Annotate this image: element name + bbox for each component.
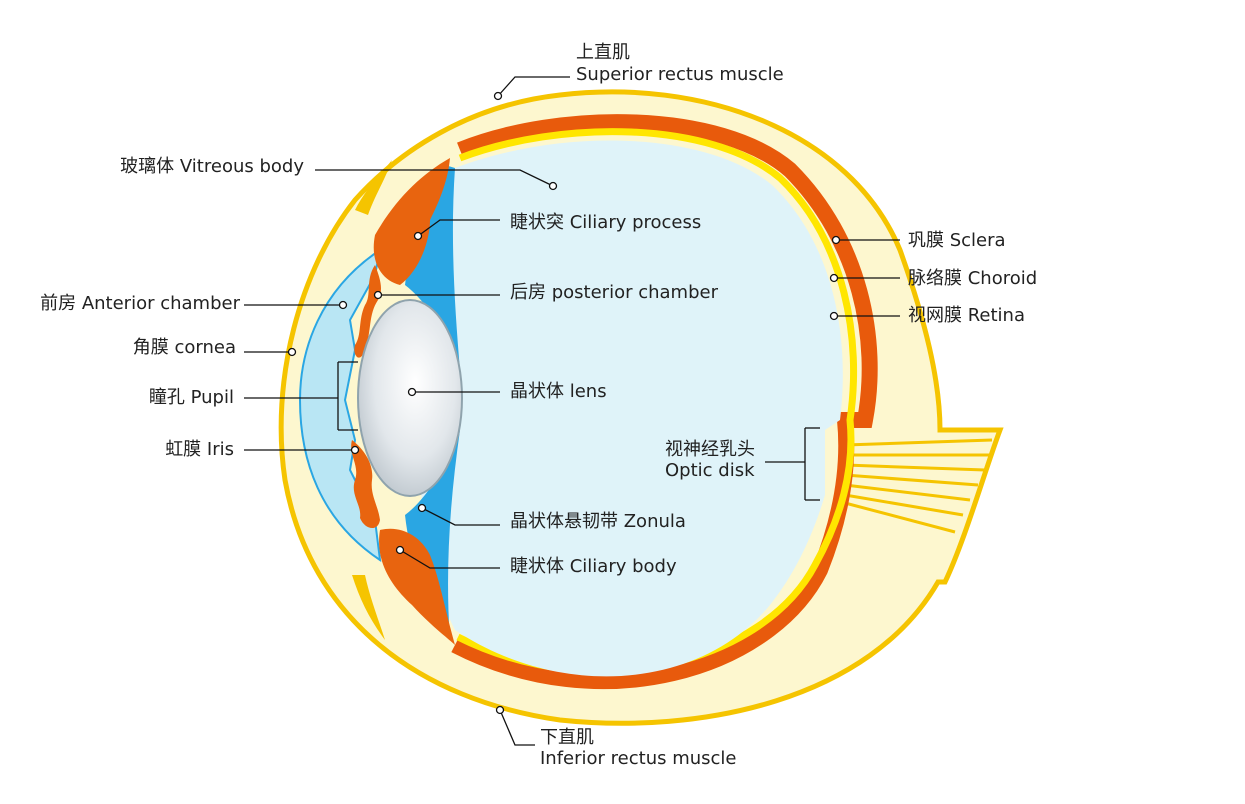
inferior-rectus-muscle (352, 575, 385, 640)
label-inferior-rectus-zh: 下直肌 (540, 727, 594, 748)
label-optic-disk-en: Optic disk (665, 460, 755, 481)
lower-ciliary-region (405, 430, 460, 640)
label-zonula: 晶状体悬韧带 Zonula (510, 511, 686, 532)
upper-ciliary-region (405, 165, 460, 370)
label-sclera: 巩膜 Sclera (908, 230, 1006, 251)
label-vitreous-body: 玻璃体 Vitreous body (120, 156, 304, 177)
label-optic-disk-zh: 视神经乳头 (665, 439, 755, 460)
upper-ciliary-body (373, 158, 450, 285)
superior-rectus-muscle (355, 160, 392, 215)
label-retina: 视网膜 Retina (908, 305, 1025, 326)
lower-iris (351, 440, 380, 529)
pointer-dots (287, 91, 841, 715)
label-ciliary-body: 睫状体 Ciliary body (510, 556, 677, 577)
label-choroid: 脉络膜 Choroid (908, 268, 1037, 289)
label-posterior-chamber: 后房 posterior chamber (510, 282, 719, 303)
label-lens: 晶状体 lens (510, 381, 607, 402)
lens-shape (357, 299, 463, 497)
label-inferior-rectus-en: Inferior rectus muscle (540, 748, 737, 769)
label-iris: 虹膜 Iris (165, 439, 234, 460)
label-cornea: 角膜 cornea (133, 337, 236, 358)
label-pupil: 瞳孔 Pupil (149, 387, 234, 408)
label-superior-rectus-zh: 上直肌 (576, 42, 630, 63)
vitreous-body (420, 140, 843, 677)
choroid-layer (451, 114, 878, 690)
optic-nerve (844, 438, 993, 534)
upper-iris (354, 265, 382, 358)
label-anterior-chamber: 前房 Anterior chamber (40, 293, 240, 314)
lower-ciliary-body (379, 528, 455, 645)
leader-lines (244, 76, 900, 746)
label-ciliary-process: 睫状突 Ciliary process (510, 212, 701, 233)
label-superior-rectus-en: Superior rectus muscle (576, 64, 784, 85)
